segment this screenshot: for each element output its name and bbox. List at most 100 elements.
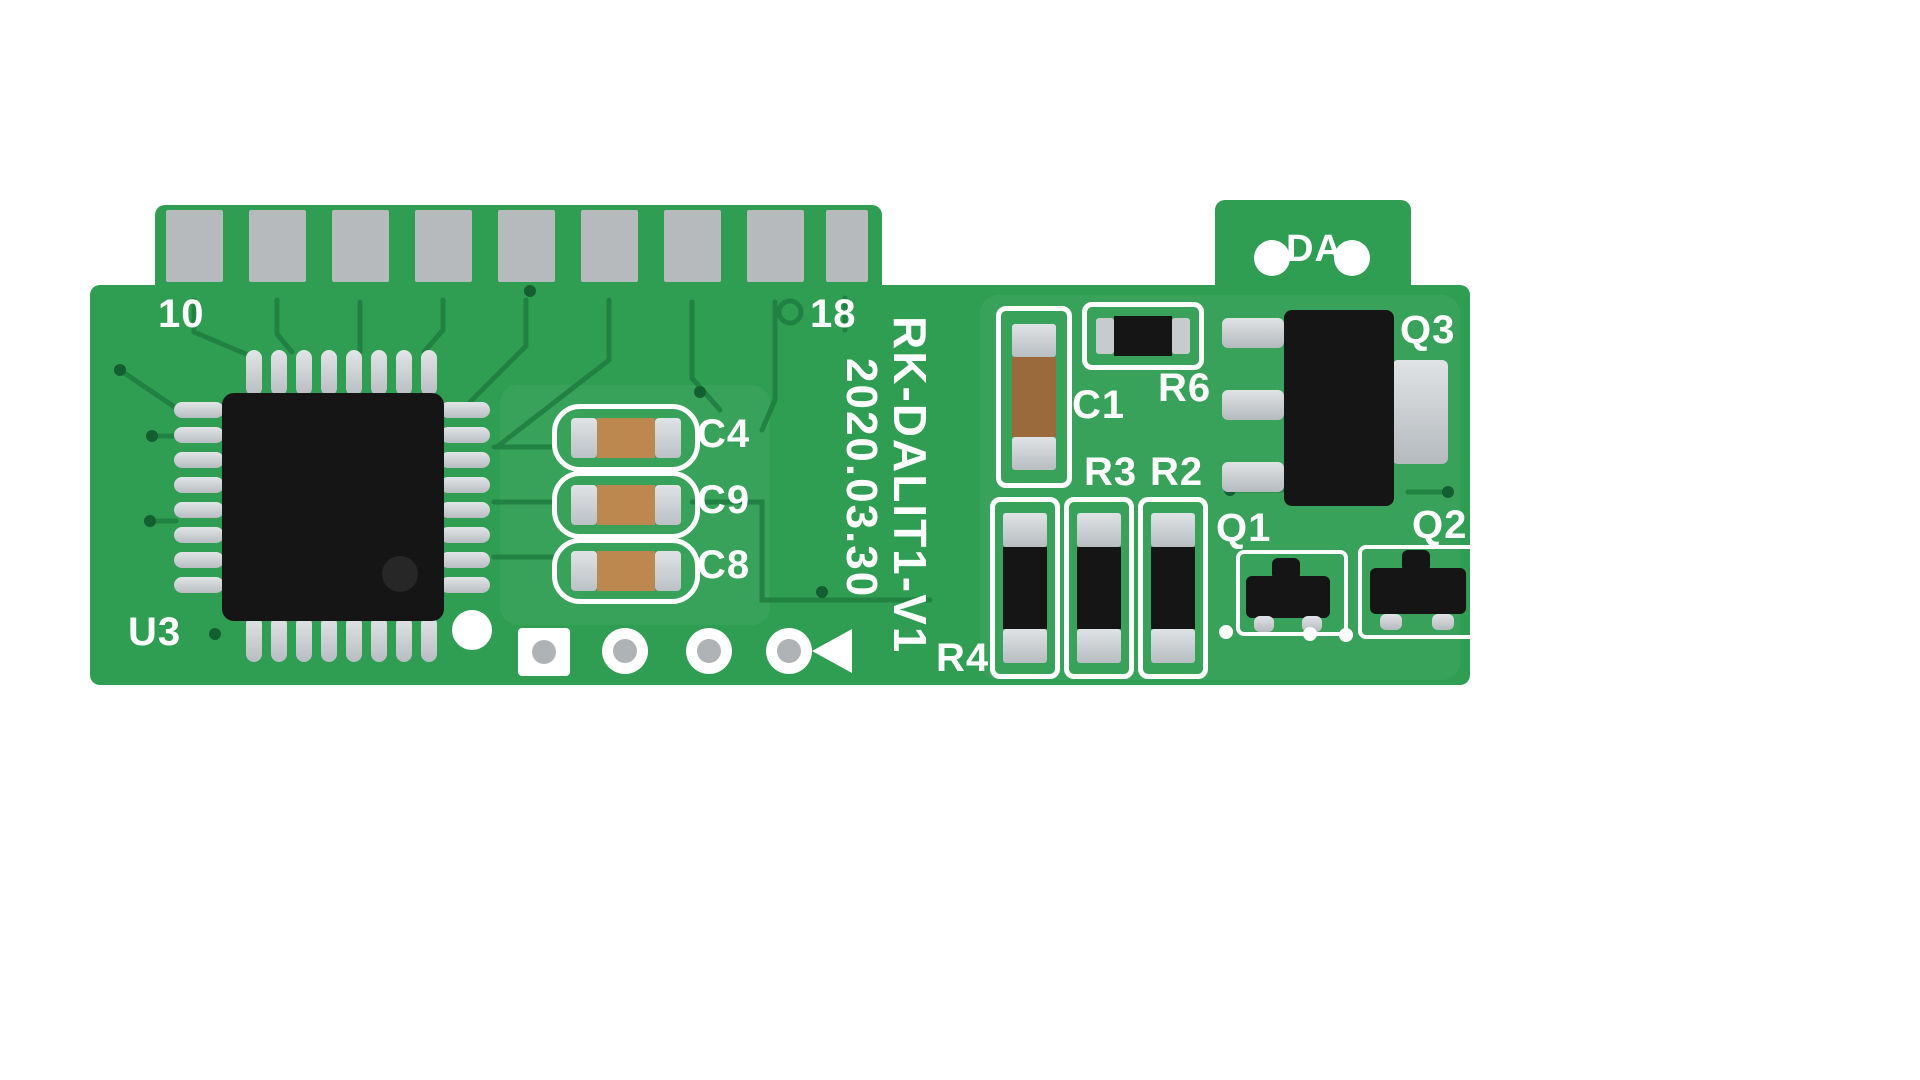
chip-pin: [421, 616, 437, 662]
chip-pin: [321, 616, 337, 662]
silkscreen-c4: C4: [697, 412, 751, 456]
solder-pad: [452, 610, 492, 650]
through-hole-pad: [766, 628, 812, 674]
transistor-lead: [1222, 462, 1284, 492]
cap-terminal: [1012, 437, 1056, 470]
resistor-element: [1151, 547, 1195, 629]
capacitor-body: [571, 551, 681, 591]
resistor-body: [1077, 513, 1121, 663]
transistor-tab: [1392, 360, 1448, 464]
transistor-body: [1370, 568, 1466, 614]
transistor-lead-top: [1272, 558, 1300, 580]
pad-hole: [613, 639, 637, 663]
chip-pin: [440, 552, 490, 568]
connector-pad: [166, 210, 223, 282]
capacitor-c8: [552, 538, 700, 604]
resistor-body: [1096, 316, 1190, 356]
chip-pin: [346, 616, 362, 662]
chip-pin: [371, 616, 387, 662]
chip-pin: [174, 577, 224, 593]
chip-pin: [174, 502, 224, 518]
transistor-lead: [1222, 390, 1284, 420]
resistor-r6: [1082, 302, 1204, 370]
via-pad: [1219, 625, 1233, 639]
resistor-terminal: [1003, 513, 1047, 547]
silkscreen-r4: R4: [936, 636, 990, 680]
transistor-body: [1284, 310, 1394, 506]
chip-pin: [440, 527, 490, 543]
transistor-body: [1246, 576, 1330, 618]
silkscreen-c8: C8: [697, 543, 751, 587]
silkscreen-pin10: 10: [158, 292, 205, 336]
silkscreen-q3: Q3: [1400, 308, 1456, 352]
capacitor-body: [571, 418, 681, 458]
chip-pin: [296, 616, 312, 662]
transistor-lead-top: [1402, 550, 1430, 572]
chip-pin: [174, 427, 224, 443]
chip-pin: [440, 577, 490, 593]
capacitor-c9: [552, 471, 700, 539]
capacitor-c4: [552, 404, 700, 472]
silkscreen-r3: R3: [1084, 450, 1138, 494]
resistor-terminal: [1077, 629, 1121, 663]
silkscreen-r6: R6: [1158, 366, 1212, 410]
via-pad: [1339, 628, 1353, 642]
pad-hole: [532, 640, 556, 664]
cap-terminal: [1012, 324, 1056, 357]
connector-pad: [826, 210, 868, 282]
silkscreen-pin18: 18: [810, 292, 857, 336]
chip-pin: [396, 350, 412, 396]
resistor-terminal: [1096, 318, 1114, 354]
chip-pin: [440, 452, 490, 468]
pad-hole: [697, 639, 721, 663]
cap-terminal: [571, 418, 597, 458]
resistor-element: [1077, 547, 1121, 629]
chip-pin: [174, 402, 224, 418]
cap-terminal: [571, 485, 597, 525]
transistor-lead: [1254, 616, 1274, 632]
capacitor-c1: [996, 306, 1072, 488]
cap-terminal: [571, 551, 597, 591]
cap-terminal: [655, 551, 681, 591]
mcu-pin1-dot: [382, 556, 418, 592]
cap-ceramic: [597, 485, 655, 525]
cap-terminal: [655, 418, 681, 458]
chip-pin: [440, 427, 490, 443]
capacitor-body: [571, 485, 681, 525]
transistor-outline: [1236, 550, 1348, 636]
resistor-terminal: [1151, 513, 1195, 547]
cap-ceramic: [597, 418, 655, 458]
transistor-outline: [1358, 545, 1484, 639]
silkscreen-model: RK-DALIT1-V1: [884, 316, 936, 655]
connector-pad: [415, 210, 472, 282]
resistor-element: [1003, 547, 1047, 629]
resistor-body: [1151, 513, 1195, 663]
chip-pin: [321, 350, 337, 396]
resistor-terminal: [1077, 513, 1121, 547]
cap-electrolyte: [1012, 357, 1056, 437]
transistor-lead: [1380, 614, 1402, 630]
chip-pin: [440, 502, 490, 518]
connector-pad: [581, 210, 638, 282]
da-pad: [1254, 240, 1290, 276]
chip-pin: [440, 402, 490, 418]
connector-pad: [747, 210, 804, 282]
chip-pin: [246, 616, 262, 662]
silkscreen-da: DA: [1286, 228, 1343, 270]
chip-pin: [174, 452, 224, 468]
resistor-r4: [990, 497, 1060, 679]
resistor-terminal: [1151, 629, 1195, 663]
cap-terminal: [655, 485, 681, 525]
chip-pin: [271, 616, 287, 662]
pad-hole: [777, 639, 801, 663]
connector-pad: [498, 210, 555, 282]
resistor-body: [1003, 513, 1047, 663]
pcb-right-tab: [1215, 200, 1411, 320]
chip-pin: [346, 350, 362, 396]
transistor-lead: [1432, 614, 1454, 630]
resistor-element: [1114, 316, 1172, 356]
chip-pin: [271, 350, 287, 396]
chip-pin: [174, 552, 224, 568]
silkscreen-r2: R2: [1150, 450, 1204, 494]
